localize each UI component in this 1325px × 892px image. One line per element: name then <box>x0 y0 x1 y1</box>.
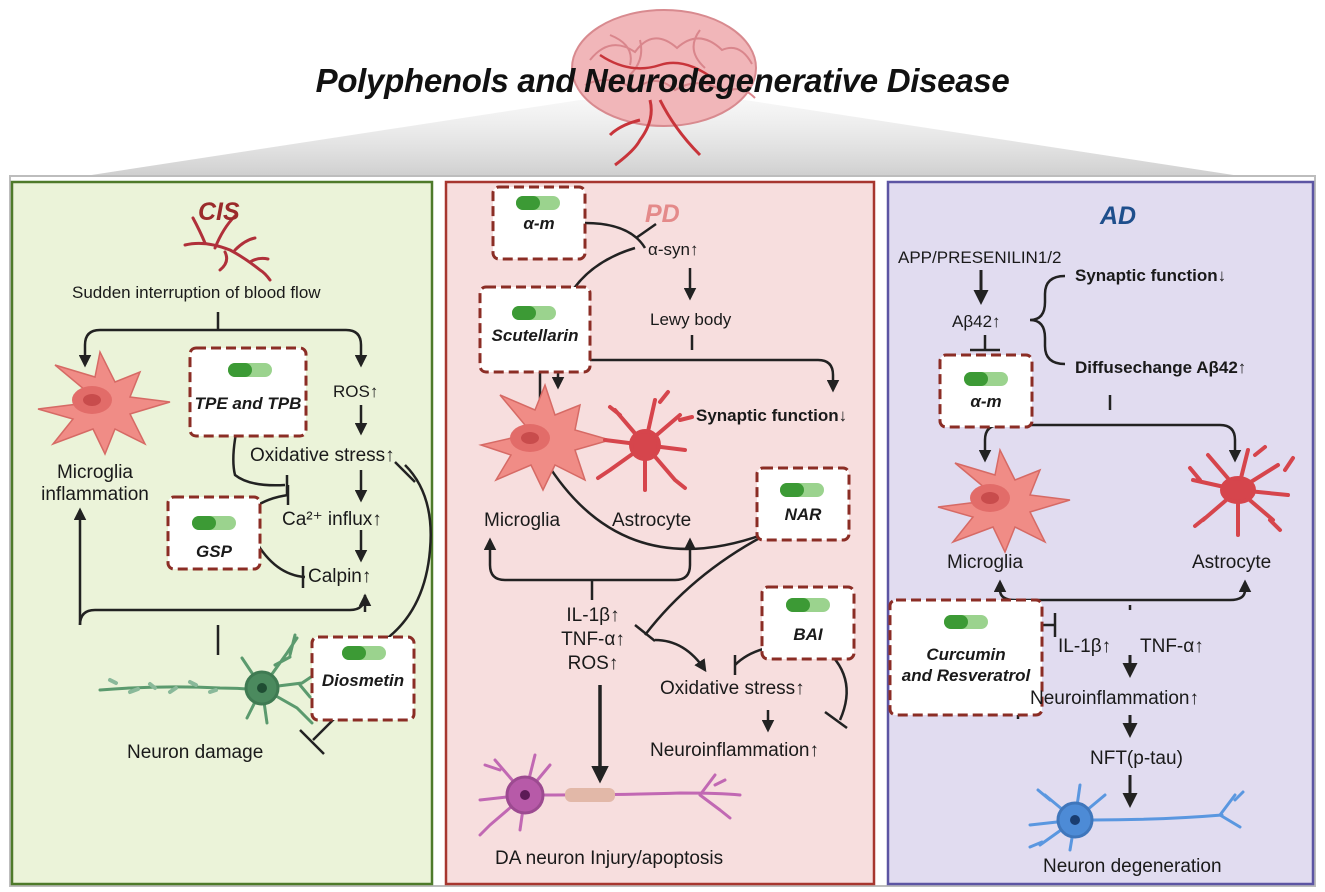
drug-curcumin-label: Curcumin and Resveratrol <box>890 644 1042 686</box>
pd-cytokines: IL-1β↑ TNF-α↑ ROS↑ <box>548 604 638 676</box>
pd-neuroinflammation: Neuroinflammation↑ <box>650 740 819 761</box>
drug-gsp-label: GSP <box>196 542 232 561</box>
drug-box-curcumin <box>888 598 1044 717</box>
microglia-icon <box>37 349 171 456</box>
pd-title: PD <box>645 200 680 228</box>
diagram-title: Polyphenols and Neurodegenerative Diseas… <box>315 62 1010 99</box>
drug-box-scutellarin <box>478 285 592 374</box>
drug-curcumin-line1: Curcumin <box>926 645 1006 664</box>
cis-start: Sudden interruption of blood flow <box>72 283 321 302</box>
cis-microglia-line2: inflammation <box>41 484 149 505</box>
neuron-icon <box>98 633 319 725</box>
drug-am-pd-label: α-m <box>523 214 555 233</box>
ad-nft: NFT(p-tau) <box>1090 748 1183 769</box>
drug-scutellarin-label: Scutellarin <box>491 326 579 345</box>
ad-il1b: IL-1β↑ <box>1058 636 1112 657</box>
drug-box-am-ad <box>938 353 1034 429</box>
drug-box-diosmetin <box>310 635 416 722</box>
header-fan <box>85 100 1240 176</box>
cis-calcium: Ca²⁺ influx↑ <box>282 509 382 530</box>
drug-diosmetin-label: Diosmetin <box>321 671 405 690</box>
brain-icon <box>571 9 757 167</box>
ad-astrocyte-label: Astrocyte <box>1192 552 1272 573</box>
cis-neuron-damage: Neuron damage <box>127 742 264 763</box>
microglia-icon <box>937 447 1071 554</box>
cis-microglia-label: Microglia inflammation <box>30 462 160 506</box>
pd-outcome: DA neuron Injury/apoptosis <box>495 848 724 869</box>
drug-box-gsp <box>166 495 262 571</box>
astrocyte-icon <box>1188 445 1295 537</box>
ad-outcome: Neuron degeneration <box>1043 856 1222 877</box>
microglia-icon <box>478 382 613 492</box>
pd-astrocyte-label: Astrocyte <box>612 510 692 531</box>
drug-box-tpe <box>188 346 308 438</box>
ad-neuroinflammation: Neuroinflammation↑ <box>1030 688 1199 709</box>
pd-lewy: Lewy body <box>650 310 732 329</box>
pd-ros: ROS↑ <box>567 653 619 674</box>
blood-vessel-icon <box>183 214 272 282</box>
cis-ros: ROS↑ <box>333 382 379 401</box>
neuron-icon <box>478 753 742 837</box>
pd-oxidative: Oxidative stress↑ <box>660 678 805 699</box>
drug-box-nar <box>755 466 851 542</box>
pd-asyn: α-syn↑ <box>648 240 699 259</box>
neuron-icon <box>1028 783 1245 852</box>
pd-il1b: IL-1β↑ <box>566 605 620 626</box>
drug-box-am-pd <box>491 185 587 261</box>
ad-app: APP/PRESENILIN1/2 <box>898 248 1062 267</box>
ad-microglia-label: Microglia <box>947 552 1024 573</box>
cis-microglia-line1: Microglia <box>56 462 134 483</box>
drug-bai-label: BAI <box>793 625 823 644</box>
drug-am-ad-label: α-m <box>970 392 1002 411</box>
outer-frame <box>9 175 1316 887</box>
pd-tnfa: TNF-α↑ <box>561 629 625 650</box>
astrocyte-icon <box>596 390 694 492</box>
cis-calpin: Calpin↑ <box>308 566 372 587</box>
drug-box-bai <box>760 585 856 661</box>
ad-tnfa: TNF-α↑ <box>1140 636 1204 657</box>
ad-title: AD <box>1100 202 1137 230</box>
ad-diffuse: Diffusechange Aβ42↑ <box>1075 358 1247 377</box>
pd-microglia-label: Microglia <box>484 510 561 531</box>
pd-synaptic: Synaptic function↓ <box>696 406 848 425</box>
cis-oxidative: Oxidative stress↑ <box>250 445 395 466</box>
drug-curcumin-line2: and Resveratrol <box>901 666 1031 685</box>
ad-synaptic: Synaptic function↓ <box>1075 266 1227 285</box>
ad-panel <box>886 180 1315 886</box>
cis-title: CIS <box>198 198 240 226</box>
ad-abeta: Aβ42↑ <box>952 312 1001 331</box>
drug-tpe-label: TPE and TPB <box>194 394 302 413</box>
drug-nar-label: NAR <box>784 505 822 524</box>
pill-icon <box>192 196 1008 660</box>
